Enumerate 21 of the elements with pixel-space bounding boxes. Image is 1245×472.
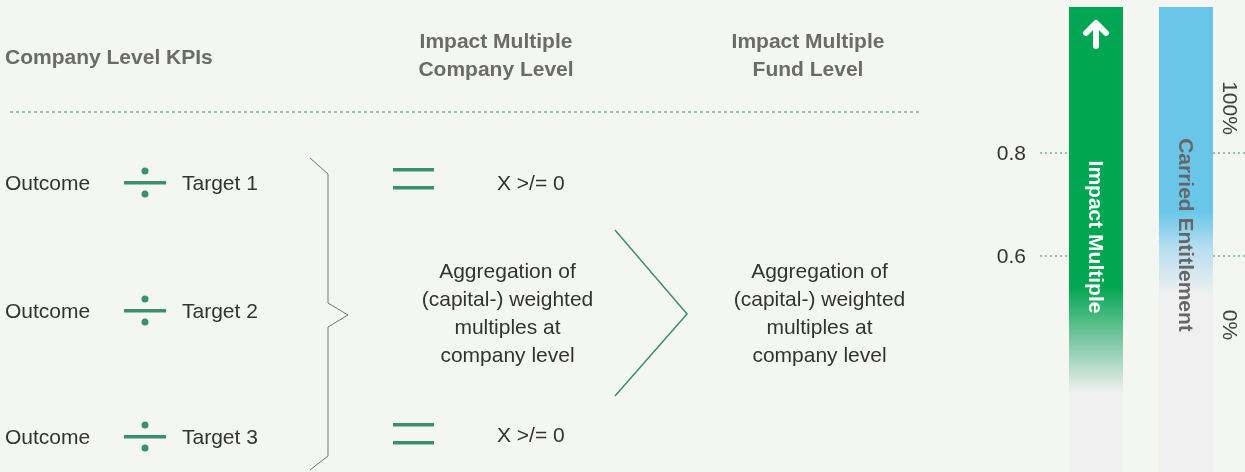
gradient-bar [1069, 7, 1123, 472]
text-label: Target 2 [182, 298, 258, 324]
column-heading: Company Level KPIs [5, 44, 213, 70]
axis-label: 0% [1218, 309, 1243, 341]
description-text: Aggregation of (capital-) weighted multiples at company level [732, 258, 907, 368]
text-label: Outcome [5, 298, 91, 324]
text-label: Outcome [5, 170, 91, 196]
gradient-bar [1159, 7, 1213, 472]
text-label: Target 3 [182, 424, 258, 450]
axis-label: 0.8 [995, 140, 1026, 166]
text-label: X >/= 0 [497, 170, 565, 196]
bar-label: Carried Entitlement [1174, 138, 1199, 332]
bar-label: Impact Multiple [1084, 160, 1109, 314]
text-label: Target 1 [182, 170, 258, 196]
description-text: Aggregation of (capital-) weighted multiples at company level [420, 258, 595, 368]
column-heading: Impact Multiple Fund Level [730, 28, 886, 82]
text-label: Outcome [5, 424, 91, 450]
text-label: X >/= 0 [497, 422, 565, 448]
axis-label: 100% [1218, 81, 1243, 135]
axis-label: 0.6 [995, 243, 1026, 269]
column-heading: Impact Multiple Company Level [417, 28, 575, 82]
